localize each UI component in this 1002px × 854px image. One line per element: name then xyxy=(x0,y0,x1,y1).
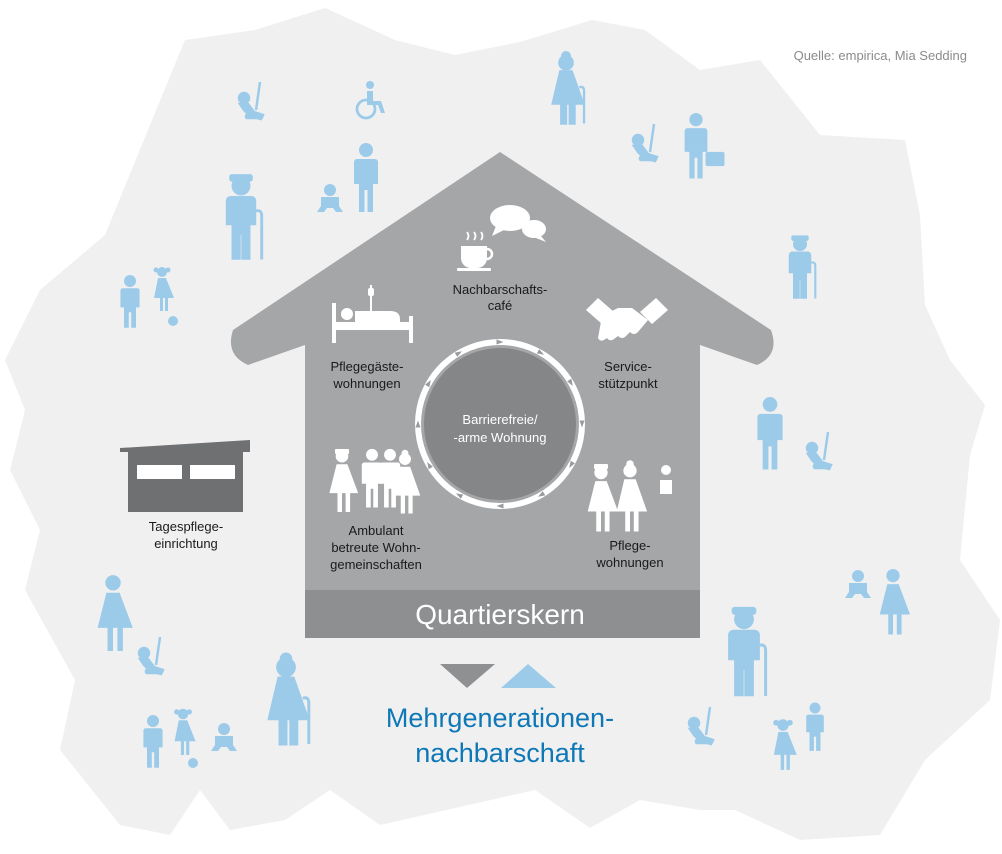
center-label-line1: Barrierefreie/ xyxy=(462,412,538,427)
ring-marker xyxy=(427,461,433,470)
hospital-bed-icon xyxy=(332,285,413,343)
ring-marker xyxy=(496,503,504,509)
care-group-icon xyxy=(329,448,422,514)
ambulant-label-line1: Ambulant xyxy=(349,523,404,538)
businessman-icon xyxy=(684,112,725,179)
ring-marker xyxy=(536,349,545,355)
ambulant-label-line2: betreute Wohn- xyxy=(331,540,420,555)
ball-icon xyxy=(168,316,178,326)
speech-bubbles-icon xyxy=(490,205,546,242)
daycare-building: Tagespflege- einrichtung xyxy=(120,440,250,551)
down-arrow-icon xyxy=(440,664,495,688)
core-band-bottom xyxy=(305,590,700,638)
center-label-line2: -arme Wohnung xyxy=(454,430,547,445)
result-title-line1: Mehrgenerationen- xyxy=(386,703,614,733)
guest-care-module: Pflegegäste- wohnungen xyxy=(331,285,413,391)
wheelchair-icon xyxy=(355,81,385,120)
service-module: Service- stützpunkt xyxy=(586,298,668,391)
ball-icon xyxy=(188,758,198,768)
cafe-module: Nachbarschafts- café xyxy=(453,205,548,313)
center-circle xyxy=(424,348,576,500)
neighbourhood-house: Quartierskern Barrierefreie/ -arme Wohnu… xyxy=(230,152,774,638)
ring-marker xyxy=(537,491,546,497)
daycare-label-line2: einrichtung xyxy=(154,536,218,551)
nurse-and-elderly-icon xyxy=(587,460,672,532)
daycare-building-icon xyxy=(120,440,250,512)
ring-markers xyxy=(415,339,585,509)
source-note: Quelle: empirica, Mia Sedding xyxy=(794,48,967,63)
daycare-label-line1: Tagespflege- xyxy=(149,519,223,534)
service-label-line1: Service- xyxy=(604,359,652,374)
potted-plant-icon xyxy=(660,465,672,494)
ring-marker xyxy=(496,339,504,345)
ring-marker xyxy=(579,420,585,428)
ring-marker xyxy=(567,378,573,387)
ring-marker xyxy=(569,460,575,469)
care-flats-module: Pflege- wohnungen xyxy=(587,460,672,570)
cafe-label-line2: café xyxy=(488,298,513,313)
guest-care-label-line1: Pflegegäste- xyxy=(331,359,404,374)
up-arrow-icon xyxy=(501,664,556,688)
core-label: Quartierskern xyxy=(415,599,585,630)
guest-care-label-line2: wohnungen xyxy=(332,376,400,391)
care-flats-label-line1: Pflege- xyxy=(609,538,650,553)
ambulant-label-line3: gemeinschaften xyxy=(330,557,422,572)
ambulant-module: Ambulant betreute Wohn- gemeinschaften xyxy=(329,448,422,572)
ring-marker xyxy=(425,379,431,388)
coffee-cup-icon xyxy=(457,231,494,271)
service-label-line2: stützpunkt xyxy=(598,376,658,391)
handshake-icon xyxy=(586,298,668,341)
care-flats-label-line2: wohnungen xyxy=(595,555,663,570)
ring-marker xyxy=(454,351,463,357)
result-title-line2: nachbarschaft xyxy=(415,738,585,768)
ring-marker xyxy=(455,493,464,499)
ring-marker xyxy=(415,420,421,428)
cafe-label-line1: Nachbarschafts- xyxy=(453,282,548,297)
people-figures xyxy=(97,51,911,770)
